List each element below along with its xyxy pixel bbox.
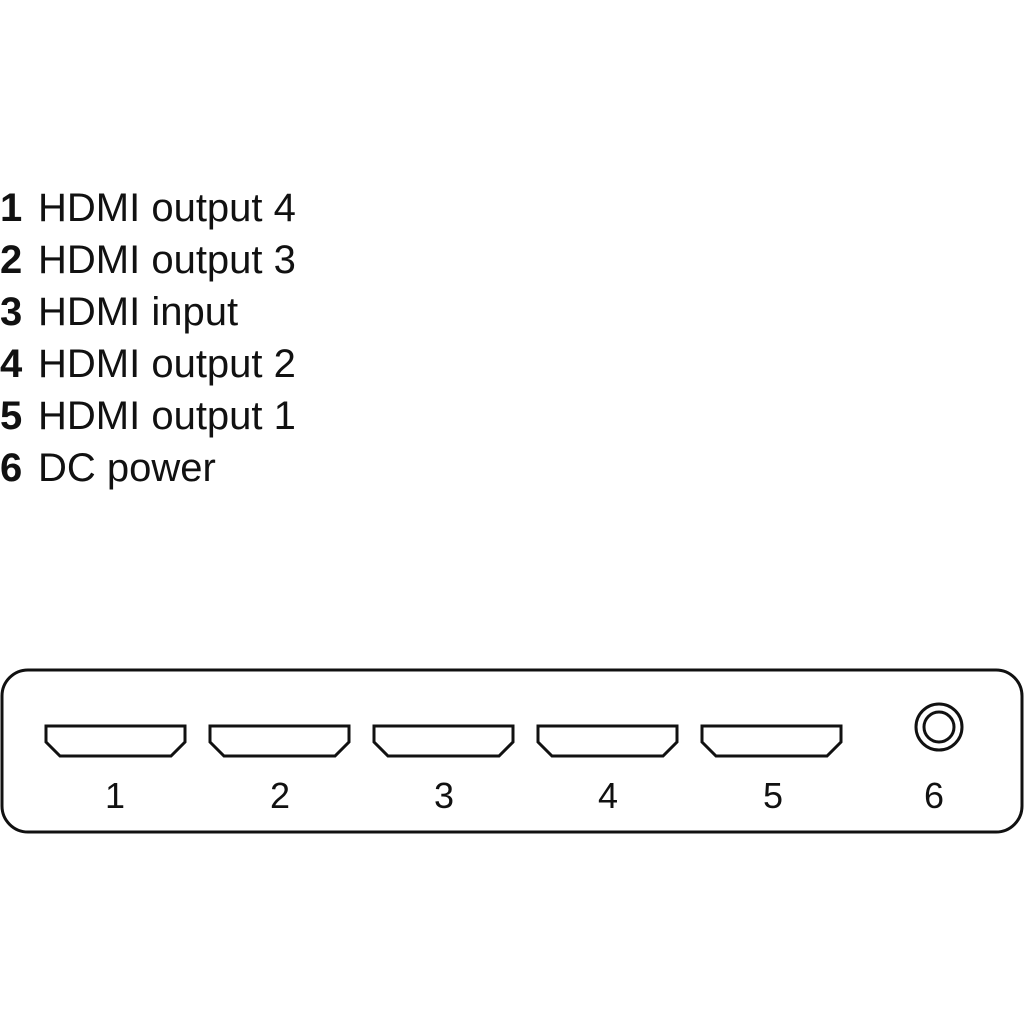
legend-number: 4 — [0, 342, 23, 386]
legend-number: 1 — [0, 186, 23, 230]
port-5: 5 — [700, 724, 843, 816]
legend-item-2: 2 HDMI output 3 — [0, 234, 296, 286]
legend-item-5: 5 HDMI output 1 — [0, 390, 296, 442]
legend-label: HDMI output 1 — [38, 394, 296, 438]
hdmi-port-icon — [536, 724, 679, 758]
legend-item-3: 3 HDMI input — [0, 286, 296, 338]
legend-number: 3 — [0, 290, 23, 334]
dc-power-jack-outer-icon — [914, 702, 964, 752]
legend-label: HDMI output 3 — [38, 238, 296, 282]
legend-label: HDMI output 2 — [38, 342, 296, 386]
legend-label: HDMI input — [38, 290, 239, 334]
legend-number: 5 — [0, 394, 23, 438]
dc-power-jack-inner-icon — [922, 710, 956, 744]
legend-label: HDMI output 4 — [38, 186, 296, 230]
port-number: 4 — [598, 775, 618, 816]
device-outline — [0, 668, 1024, 834]
hdmi-port-icon — [700, 724, 843, 758]
port-4: 4 — [536, 724, 679, 816]
legend-item-4: 4 HDMI output 2 — [0, 338, 296, 390]
port-number: 3 — [434, 775, 454, 816]
legend-number: 6 — [0, 446, 23, 490]
legend-item-1: 1 HDMI output 4 — [0, 182, 296, 234]
port-number: 6 — [924, 775, 944, 816]
hdmi-port-icon — [372, 724, 515, 758]
port-3: 3 — [372, 724, 515, 816]
port-6: 6 — [914, 702, 964, 816]
port-number: 5 — [763, 775, 783, 816]
hdmi-port-icon — [208, 724, 351, 758]
port-legend: 1 HDMI output 4 2 HDMI output 3 3 HDMI inpu… — [0, 182, 296, 494]
port-1: 1 — [44, 724, 187, 816]
port-number: 1 — [105, 775, 125, 816]
hdmi-port-icon — [44, 724, 187, 758]
legend-item-6: 6 DC power — [0, 442, 296, 494]
legend-number: 2 — [0, 238, 23, 282]
port-number: 2 — [270, 775, 290, 816]
port-2: 2 — [208, 724, 351, 816]
legend-label: DC power — [38, 446, 216, 490]
